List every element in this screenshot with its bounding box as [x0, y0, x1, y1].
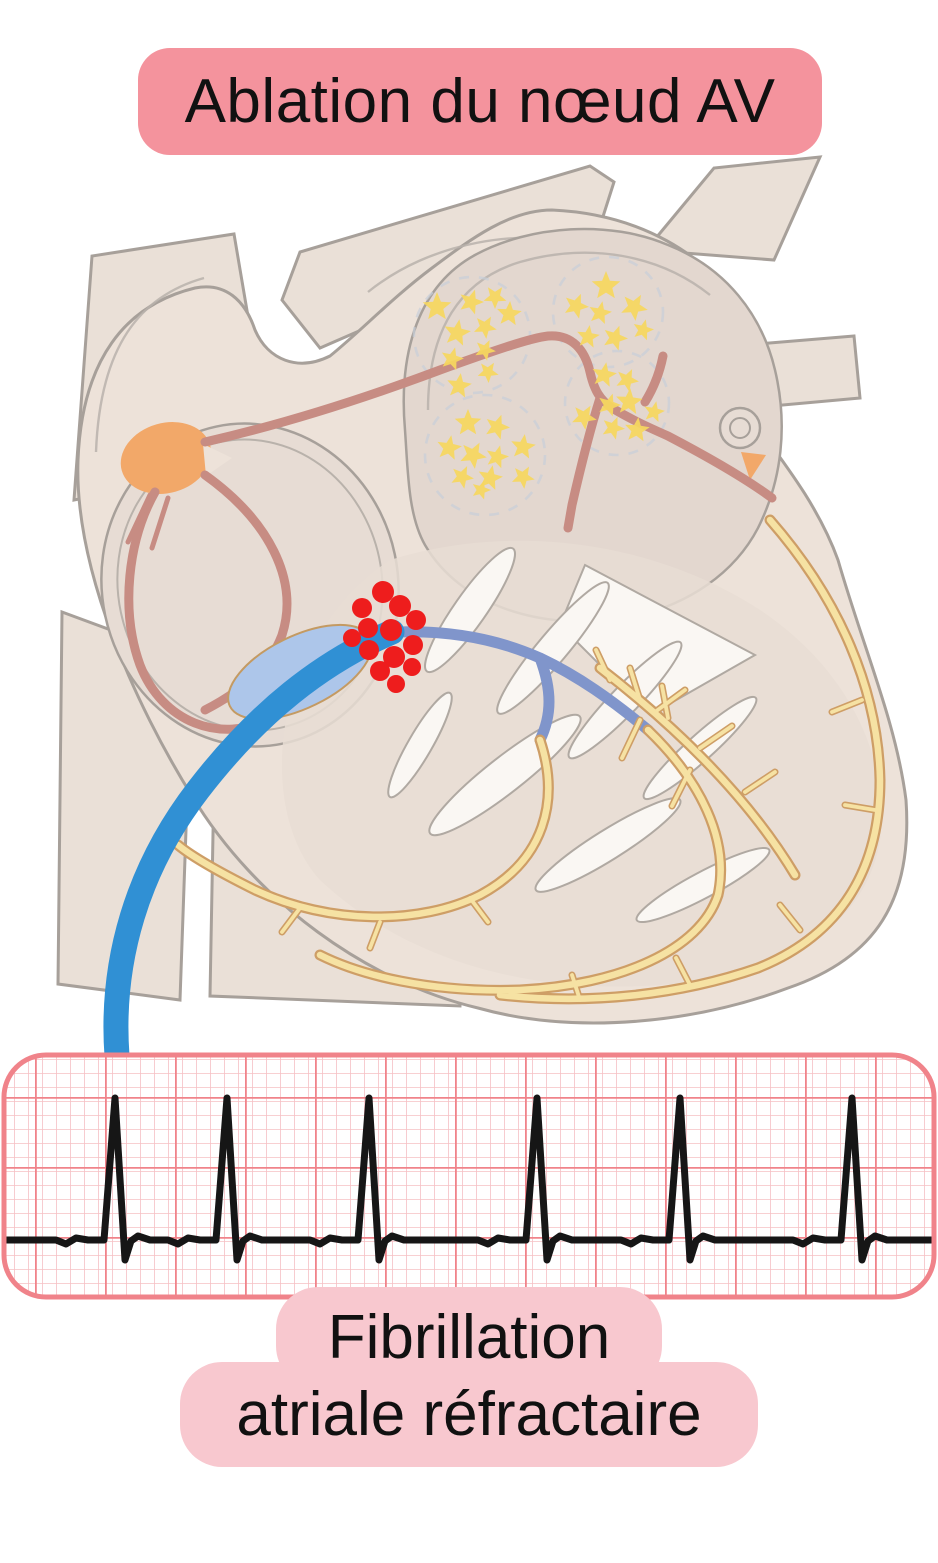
pulmonary-vein-ostium: [423, 393, 547, 517]
pulmonary-vein-stub-top: [642, 155, 823, 262]
fibrillation-star-icon: [512, 466, 535, 489]
ablation-lesion-dot: [387, 675, 405, 693]
papillary-muscle: [496, 581, 610, 715]
fibrillation-star-icon: [441, 347, 464, 371]
fibrillation-star-icon: [616, 388, 643, 414]
ablation-lesion-dot: [389, 595, 411, 617]
fibrillation-star-icon: [633, 319, 654, 341]
fibrillation-star-icon: [483, 287, 507, 309]
caption-banner: Fibrillation atriale réfractaire: [0, 1287, 938, 1468]
fibrillation-star-icon: [497, 301, 522, 326]
fibrillation-star-icon: [460, 289, 484, 315]
papillary-muscle: [424, 546, 516, 674]
fibrillation-star-icon: [511, 434, 536, 459]
fibrillation-star-icon: [572, 405, 597, 430]
fibrillation-star-icon: [604, 325, 628, 351]
vessel-ring-outer: [718, 406, 762, 450]
fibrillation-foci-stars: [422, 271, 665, 500]
caption-line2: atriale réfractaire: [180, 1362, 758, 1468]
fibrillation-star-icon: [447, 373, 472, 398]
ablation-lesion-dot: [383, 646, 405, 668]
fibrillation-star-icon: [444, 319, 471, 346]
ablation-lesion-dot: [406, 610, 426, 630]
left-atrium-inner-wall: [426, 251, 711, 411]
papillary-muscle: [635, 846, 771, 924]
fibrillation-star-icon: [599, 393, 621, 417]
title-text: Ablation du nœud AV: [184, 67, 776, 136]
fibrillation-star-icon: [478, 465, 503, 490]
papillary-muscle: [387, 691, 453, 799]
fibrillation-star-icon: [472, 480, 491, 500]
ablation-lesion-dot: [372, 581, 394, 603]
fibrillation-star-icon: [591, 271, 621, 299]
fibrillation-star-icon: [616, 369, 639, 392]
ablation-lesion-dot: [343, 629, 361, 647]
pericardium-inner-line-left: [94, 276, 205, 453]
vessel-cross-section: [718, 406, 766, 480]
fibrillation-star-icon: [477, 362, 499, 383]
fibrillation-star-icon: [602, 416, 625, 440]
vessel-ring-inner: [729, 417, 751, 439]
internodal-tracts: [124, 331, 777, 734]
ecg-grid: [4, 1055, 934, 1297]
ablation-lesion-dot: [359, 640, 379, 660]
ecg-trace: [4, 1094, 934, 1264]
pulmonary-vein-ostium: [551, 255, 665, 369]
fibrillation-star-icon: [437, 435, 462, 460]
fibrillation-star-icon: [565, 293, 589, 319]
fibrillation-star-icon: [422, 292, 452, 320]
fibrillation-star-icon: [486, 445, 509, 469]
ablation-lesion-dot: [370, 661, 390, 681]
ablation-lesion-dot: [403, 635, 423, 655]
papillary-muscle: [567, 640, 683, 760]
coronary-wedge: [741, 452, 766, 480]
fibrillation-star-icon: [589, 301, 612, 324]
pulmonary-vein-ostium: [563, 349, 671, 457]
fibrillation-star-icon: [486, 414, 510, 440]
ablation-lesion-dot: [358, 618, 378, 638]
fibrillation-star-icon: [577, 325, 600, 348]
fibrillation-star-icon: [592, 362, 617, 387]
papillary-muscle: [534, 797, 682, 893]
ablation-lesion-dot: [352, 598, 372, 618]
ablation-lesion-dot: [380, 619, 402, 641]
fibrillation-star-icon: [451, 466, 474, 489]
fibrillation-star-icon: [625, 417, 650, 442]
ecg-strip: [1, 1052, 937, 1300]
fibrillation-star-icon: [474, 316, 497, 339]
fibrillation-star-icon: [621, 294, 648, 321]
ablation-lesion-dot: [403, 658, 421, 676]
fibrillation-star-icon: [460, 442, 487, 469]
title-banner: Ablation du nœud AV: [138, 48, 822, 155]
ablation-catheter: [103, 619, 405, 1060]
sa-node-branches: [125, 492, 171, 551]
sinoatrial-node: [120, 422, 212, 494]
fibrillation-star-icon: [644, 401, 665, 422]
pulmonary-vein-ostium: [412, 275, 532, 395]
sa-node-notch: [203, 444, 232, 476]
av-node-ablation-site: [343, 581, 426, 693]
fibrillation-star-icon: [475, 340, 496, 361]
heart-illustration: [56, 155, 909, 1060]
fibrillation-star-icon: [454, 409, 482, 435]
